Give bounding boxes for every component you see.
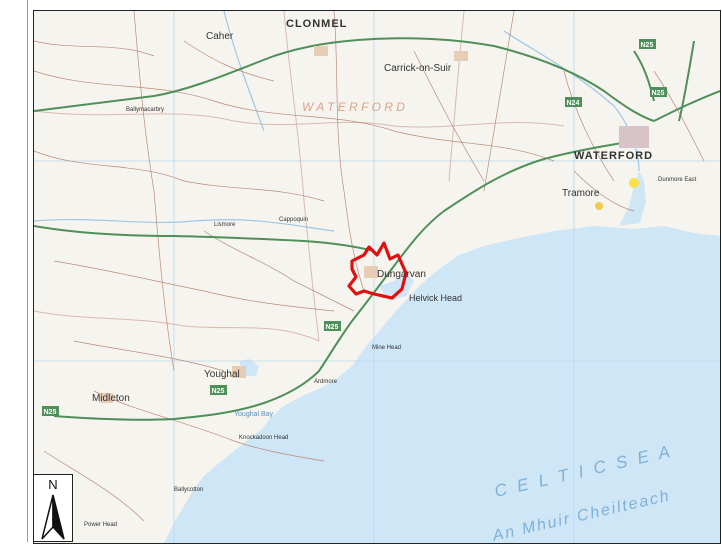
label-knockadoon: Knockadoon Head: [239, 435, 288, 441]
label-cappoquin: Cappoquin: [279, 217, 308, 223]
label-ardmore: Ardmore: [314, 379, 338, 385]
boundary-lines: [34, 11, 565, 342]
left-divider: [27, 0, 28, 542]
badge-n24: N24: [567, 100, 580, 107]
badge-n25-1: N25: [641, 42, 654, 49]
label-ballycotton: Ballycotton: [174, 487, 203, 493]
route-badges: N24 N25 N25 N25 N25 N25: [42, 39, 667, 416]
north-arrow-icon: [41, 494, 65, 540]
badge-n25-2: N25: [326, 324, 339, 331]
label-dungarvan: Dungarvan: [377, 269, 426, 280]
label-waterford-region: W A T E R F O R D: [302, 100, 405, 114]
label-lismore: Lismore: [214, 222, 236, 228]
waterford-harbour: [619, 171, 646, 226]
major-roads: [34, 37, 720, 421]
label-caher: Caher: [206, 31, 234, 42]
label-youghal: Youghal: [204, 369, 240, 380]
sea-area: [164, 226, 720, 543]
label-dunmore: Dunmore East: [658, 177, 697, 183]
label-tramore: Tramore: [562, 188, 600, 199]
map-panel[interactable]: N24 N25 N25 N25 N25 N25 CLONMEL Caher Ca…: [33, 10, 721, 544]
highlight-area: [347, 241, 408, 300]
place-labels: CLONMEL Caher Carrick-on-Suir WATERFORD …: [84, 18, 697, 528]
label-waterford-city: WATERFORD: [574, 150, 653, 162]
badge-n25-3: N25: [212, 388, 225, 395]
label-clonmel: CLONMEL: [286, 18, 347, 30]
label-midleton: Midleton: [92, 393, 130, 404]
label-helvick: Helvick Head: [409, 293, 462, 303]
north-label: N: [48, 477, 58, 492]
town-markers: [99, 46, 649, 403]
badge-n25-5: N25: [652, 90, 665, 97]
label-mine-head: Mine Head: [372, 345, 401, 351]
badge-n25-4: N25: [44, 409, 57, 416]
map-svg: N24 N25 N25 N25 N25 N25 CLONMEL Caher Ca…: [34, 11, 720, 543]
minor-roads: [34, 11, 705, 522]
label-youghal-bay: Youghal Bay: [234, 411, 274, 418]
rivers: [34, 11, 640, 232]
label-ballymacarbry: Ballymacarbry: [126, 107, 164, 113]
label-carrick: Carrick-on-Suir: [384, 63, 452, 74]
north-arrow-box: N: [33, 474, 73, 542]
label-power-head: Power Head: [84, 522, 117, 528]
